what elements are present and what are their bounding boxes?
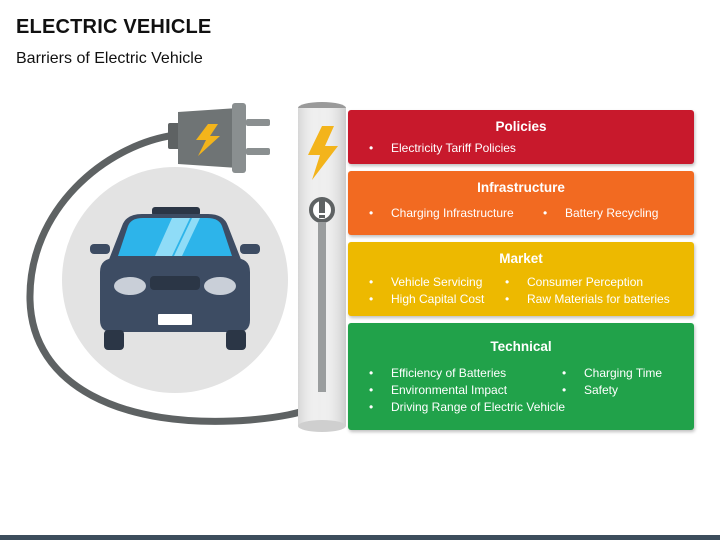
market-box: Market Vehicle Servicing Consumer Percep… [348, 242, 694, 316]
technical-item: Driving Range of Electric Vehicle [369, 399, 565, 416]
technical-item: Safety [562, 382, 618, 399]
lightning-bolt-icon [308, 126, 338, 180]
market-item: Consumer Perception [505, 274, 643, 291]
infrastructure-item: Battery Recycling [543, 205, 658, 222]
market-item: High Capital Cost [369, 291, 484, 308]
charging-cable [26, 131, 304, 425]
charging-station-icon [298, 102, 346, 432]
infrastructure-title: Infrastructure [477, 180, 565, 195]
technical-box: Technical Efficiency of Batteries Chargi… [348, 323, 694, 430]
market-item: Raw Materials for batteries [505, 291, 670, 308]
electric-car-icon [90, 207, 260, 350]
technical-item: Charging Time [562, 365, 662, 382]
bottom-bar [0, 535, 720, 540]
page-title: ELECTRIC VEHICLE [16, 16, 212, 38]
infrastructure-item: Charging Infrastructure [369, 205, 514, 222]
plug-bolt-icon [196, 124, 220, 156]
infrastructure-box: Infrastructure Charging Infrastructure B… [348, 171, 694, 235]
policies-box: Policies Electricity Tariff Policies [348, 110, 694, 164]
plug-icon [168, 103, 270, 173]
market-title: Market [499, 251, 543, 266]
technical-item: Environmental Impact [369, 382, 507, 399]
policies-item: Electricity Tariff Policies [369, 140, 516, 157]
technical-item: Efficiency of Batteries [369, 365, 506, 382]
market-item: Vehicle Servicing [369, 274, 482, 291]
technical-title: Technical [490, 339, 552, 354]
page-subtitle: Barriers of Electric Vehicle [16, 50, 203, 67]
policies-title: Policies [495, 119, 547, 134]
